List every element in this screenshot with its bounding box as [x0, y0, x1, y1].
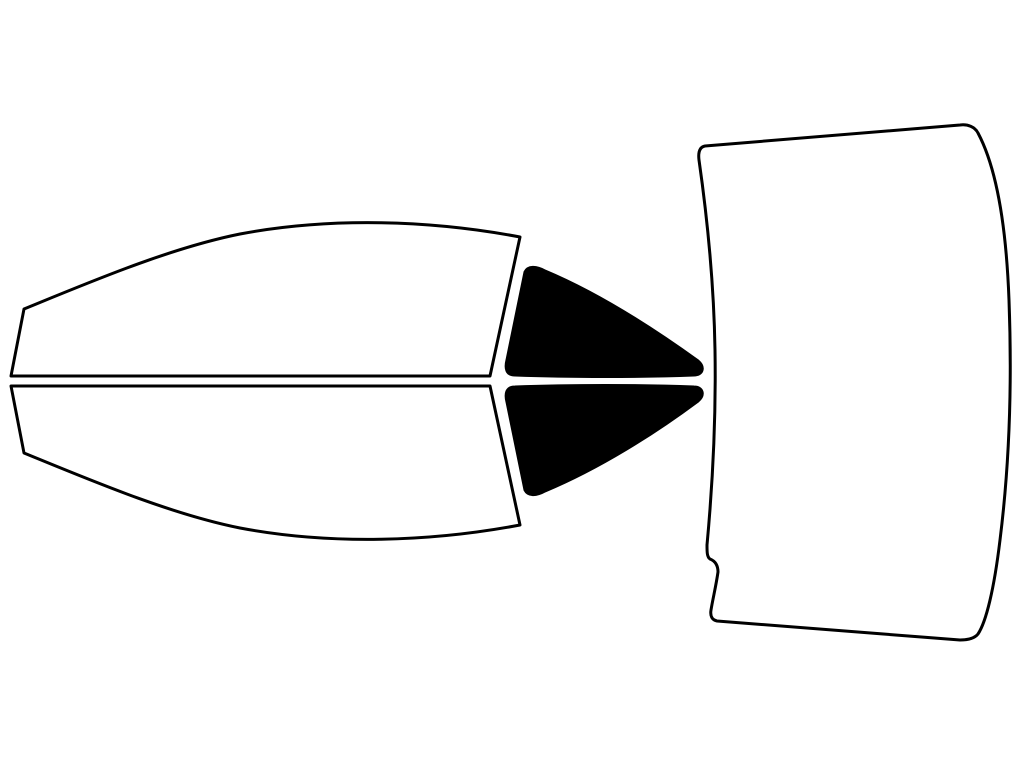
front-door-window-bottom[interactable] [9, 384, 522, 541]
rear-quarter-window-top[interactable] [504, 265, 704, 378]
front-door-window-top[interactable] [9, 221, 522, 378]
rear-quarter-window-bottom[interactable] [504, 384, 704, 497]
rear-windshield[interactable] [697, 123, 1012, 642]
